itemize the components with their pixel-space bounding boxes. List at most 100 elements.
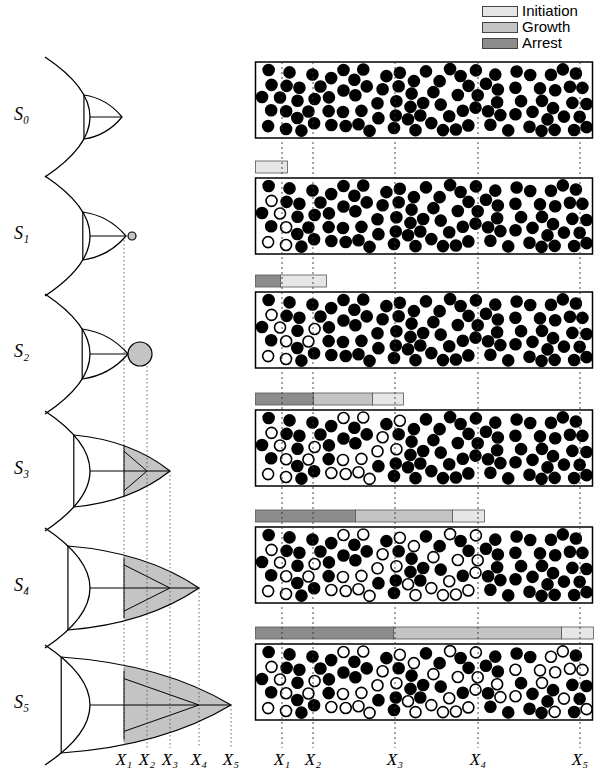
particle	[516, 444, 527, 455]
particle	[296, 707, 307, 718]
particle	[445, 294, 456, 305]
particle	[472, 90, 483, 101]
particle	[527, 336, 538, 347]
particle	[337, 106, 348, 117]
particle	[361, 197, 372, 208]
particle	[564, 429, 575, 440]
particle	[577, 82, 588, 93]
particle	[569, 125, 580, 136]
particle	[581, 238, 592, 249]
particle	[408, 306, 419, 317]
particle	[338, 647, 349, 658]
particle	[483, 454, 494, 465]
panel-frame	[256, 410, 593, 486]
particle	[257, 322, 268, 333]
particle	[403, 344, 414, 355]
particle	[372, 98, 383, 109]
panel	[256, 161, 593, 254]
particle	[388, 123, 399, 134]
particle	[495, 340, 506, 351]
particle	[292, 443, 303, 454]
particle	[353, 584, 364, 595]
particle	[284, 67, 295, 78]
position-label: X₃	[162, 751, 178, 770]
particle	[274, 322, 285, 333]
particle	[492, 84, 503, 95]
particle	[569, 241, 580, 252]
particle	[510, 312, 521, 323]
particle	[545, 651, 556, 662]
particle	[337, 454, 348, 465]
particle	[292, 228, 303, 239]
particle	[426, 583, 437, 594]
particle	[418, 327, 429, 338]
particle	[420, 296, 431, 307]
particle	[349, 422, 360, 433]
particle	[358, 646, 369, 657]
particle	[303, 336, 314, 347]
particle	[358, 412, 369, 423]
crack-stage	[45, 528, 199, 648]
particle	[490, 534, 501, 545]
particle	[527, 688, 538, 699]
particle	[349, 539, 360, 550]
particle	[372, 563, 383, 574]
legend-entry: Initiation	[482, 3, 578, 20]
particle	[444, 341, 455, 352]
particle	[349, 656, 360, 667]
particle	[326, 120, 337, 131]
particle	[567, 213, 578, 224]
particle	[307, 299, 318, 310]
crack-lens	[61, 657, 231, 753]
particle	[373, 461, 384, 472]
particle	[323, 454, 334, 465]
particle	[381, 536, 392, 547]
particle	[309, 676, 320, 687]
particle	[405, 683, 416, 694]
legend-entry: Growth	[482, 19, 570, 36]
guide-line	[313, 62, 314, 748]
particle	[542, 344, 553, 355]
particle	[364, 241, 375, 252]
particle	[558, 576, 569, 587]
particle	[485, 349, 496, 360]
particle	[525, 299, 536, 310]
particle	[581, 704, 592, 715]
particle	[364, 355, 375, 366]
particle	[377, 84, 388, 95]
particle	[536, 560, 547, 571]
particle	[263, 181, 274, 192]
particle	[524, 237, 535, 248]
particle	[470, 647, 481, 658]
particle	[548, 451, 559, 462]
particle	[364, 590, 375, 601]
particle	[294, 547, 305, 558]
particle	[326, 73, 337, 84]
particle	[323, 571, 334, 582]
particle	[564, 311, 575, 322]
particle	[557, 64, 568, 75]
particle	[485, 119, 496, 130]
particle	[542, 579, 553, 590]
particle	[455, 300, 466, 311]
particle	[577, 312, 588, 323]
particle	[350, 555, 361, 566]
particle	[510, 430, 521, 441]
particle	[340, 703, 351, 714]
particle	[525, 534, 536, 545]
particle	[281, 80, 292, 91]
particle	[463, 468, 474, 479]
particle	[437, 590, 448, 601]
particle	[309, 324, 320, 335]
stage-label: S₂	[14, 342, 29, 362]
legend-swatch	[482, 6, 518, 17]
particle	[284, 297, 295, 308]
particle	[435, 99, 446, 110]
particle	[281, 662, 292, 673]
particle	[558, 459, 569, 470]
particle	[527, 106, 538, 117]
particle	[549, 354, 560, 365]
particle	[309, 94, 320, 105]
particle	[405, 331, 416, 342]
particle	[510, 457, 521, 468]
